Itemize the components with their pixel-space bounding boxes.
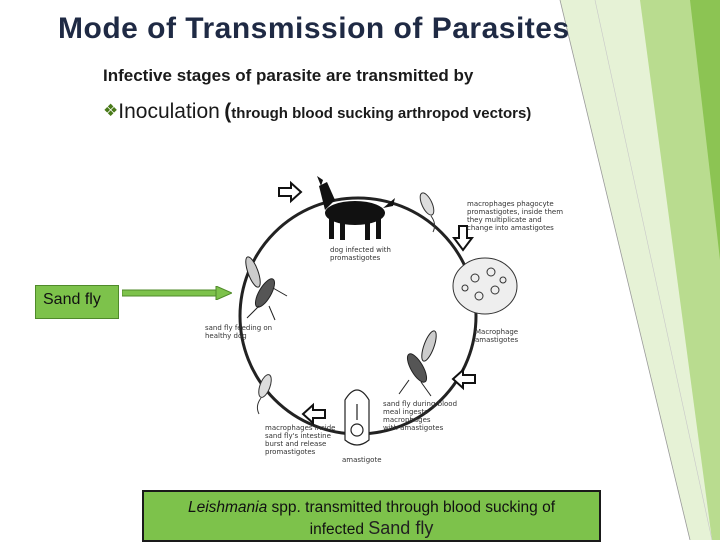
- promastigote-icon: [256, 374, 272, 415]
- label-macrophage: Macrophage amastigotes: [475, 328, 519, 344]
- life-cycle-diagram: dog infected with promastigotes macropha…: [195, 168, 563, 468]
- caption-genus: Leishmania: [187, 499, 268, 516]
- label-amastigote: amastigote: [342, 456, 382, 464]
- bullet-line: ❖Inoculation (through blood sucking arth…: [103, 100, 531, 124]
- caption-emphasis: Sand fly: [368, 518, 434, 538]
- arrow-left-icon: [451, 367, 476, 391]
- bullet-detail: through blood sucking arthropod vectors): [231, 105, 532, 122]
- sand-fly-icon: [398, 330, 437, 397]
- label-sand-fly-ingests: sand fly during blood meal ingests macro…: [383, 400, 458, 432]
- arrow-down-icon: [452, 225, 474, 252]
- label-macrophages-intestine: macrophages inside sand fly's intestine …: [265, 424, 336, 456]
- caption-line-2: infected Sand fly: [144, 518, 599, 540]
- arrow-right-icon: [278, 180, 303, 204]
- bullet-diamond-icon: ❖: [103, 101, 119, 121]
- slide-subtitle: Infective stages of parasite are transmi…: [103, 66, 474, 85]
- sand-fly-label: Sand fly: [35, 285, 119, 319]
- life-cycle-illustration: [238, 176, 518, 446]
- promastigote-icon: [419, 192, 436, 233]
- label-sand-fly-feeding: sand fly feeding on healthy dog: [205, 324, 273, 340]
- amastigote-icon: [344, 389, 370, 446]
- caption-part1: spp. transmitted through blood sucking o…: [267, 499, 556, 516]
- cycle-arrows: [278, 180, 476, 426]
- decor-line: [559, 0, 691, 540]
- macrophage-icon: [452, 257, 518, 315]
- decor-stripe-dark: [690, 0, 720, 260]
- sand-fly-icon: [245, 256, 288, 321]
- pointer-arrow-icon: [122, 286, 232, 300]
- label-macrophages-phagocyte: macrophages phagocyte promastigotes, ins…: [467, 200, 564, 232]
- decor-stripe-mid: [640, 0, 720, 540]
- caption-part2: infected: [309, 521, 369, 538]
- decor-line: [594, 0, 713, 540]
- arrow-left-icon: [301, 402, 326, 426]
- label-dog-infected: dog infected with promastigotes: [330, 246, 391, 262]
- bullet-word: Inoculation: [118, 100, 220, 123]
- caption-box: Leishmania spp. transmitted through bloo…: [142, 490, 601, 542]
- dog-icon: [317, 176, 395, 240]
- caption-line-1: Leishmania spp. transmitted through bloo…: [144, 498, 599, 518]
- bullet-paren: (: [224, 100, 232, 123]
- slide-title: Mode of Transmission of Parasites: [58, 12, 570, 45]
